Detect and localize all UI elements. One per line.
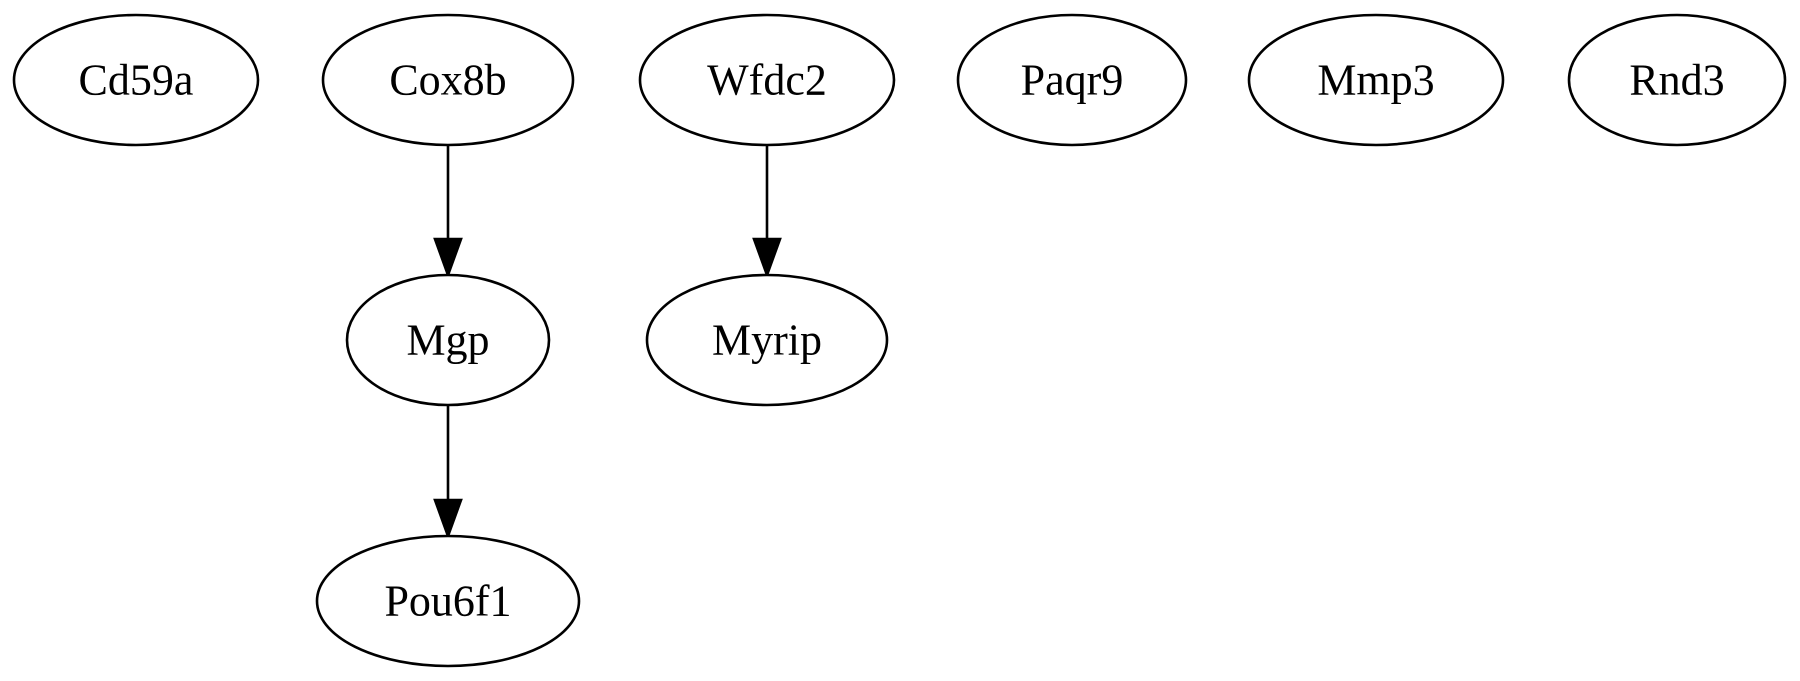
node-label: Mgp xyxy=(406,316,489,365)
node-ellipse xyxy=(321,13,575,147)
node-ellipse xyxy=(956,13,1188,147)
node-label: Myrip xyxy=(712,316,822,365)
node-label: Cd59a xyxy=(79,56,194,105)
node-ellipse xyxy=(345,273,551,407)
node-paqr9: Paqr9 xyxy=(956,13,1188,147)
node-mgp: Mgp xyxy=(345,273,551,407)
node-myrip: Myrip xyxy=(645,273,889,407)
edge-wfdc2-to-myrip xyxy=(752,145,782,279)
node-label: Pou6f1 xyxy=(384,577,511,626)
node-ellipse xyxy=(638,13,896,147)
node-label: Mmp3 xyxy=(1317,56,1434,105)
node-label: Paqr9 xyxy=(1021,56,1124,105)
node-ellipse xyxy=(1247,13,1505,147)
arrowhead-icon xyxy=(433,498,463,540)
node-ellipse xyxy=(12,13,260,147)
node-rnd3: Rnd3 xyxy=(1567,13,1787,147)
node-wfdc2: Wfdc2 xyxy=(638,13,896,147)
node-cd59a: Cd59a xyxy=(12,13,260,147)
edge-mgp-to-pou6f1 xyxy=(433,405,463,540)
arrowhead-icon xyxy=(433,237,463,279)
node-label: Wfdc2 xyxy=(707,56,827,105)
node-mmp3: Mmp3 xyxy=(1247,13,1505,147)
node-cox8b: Cox8b xyxy=(321,13,575,147)
node-label: Rnd3 xyxy=(1629,56,1724,105)
edge-cox8b-to-mgp xyxy=(433,145,463,279)
node-ellipse xyxy=(315,534,581,668)
node-pou6f1: Pou6f1 xyxy=(315,534,581,668)
arrowhead-icon xyxy=(752,237,782,279)
edges-layer xyxy=(433,145,782,540)
node-label: Cox8b xyxy=(389,56,506,105)
node-ellipse xyxy=(1567,13,1787,147)
node-ellipse xyxy=(645,273,889,407)
